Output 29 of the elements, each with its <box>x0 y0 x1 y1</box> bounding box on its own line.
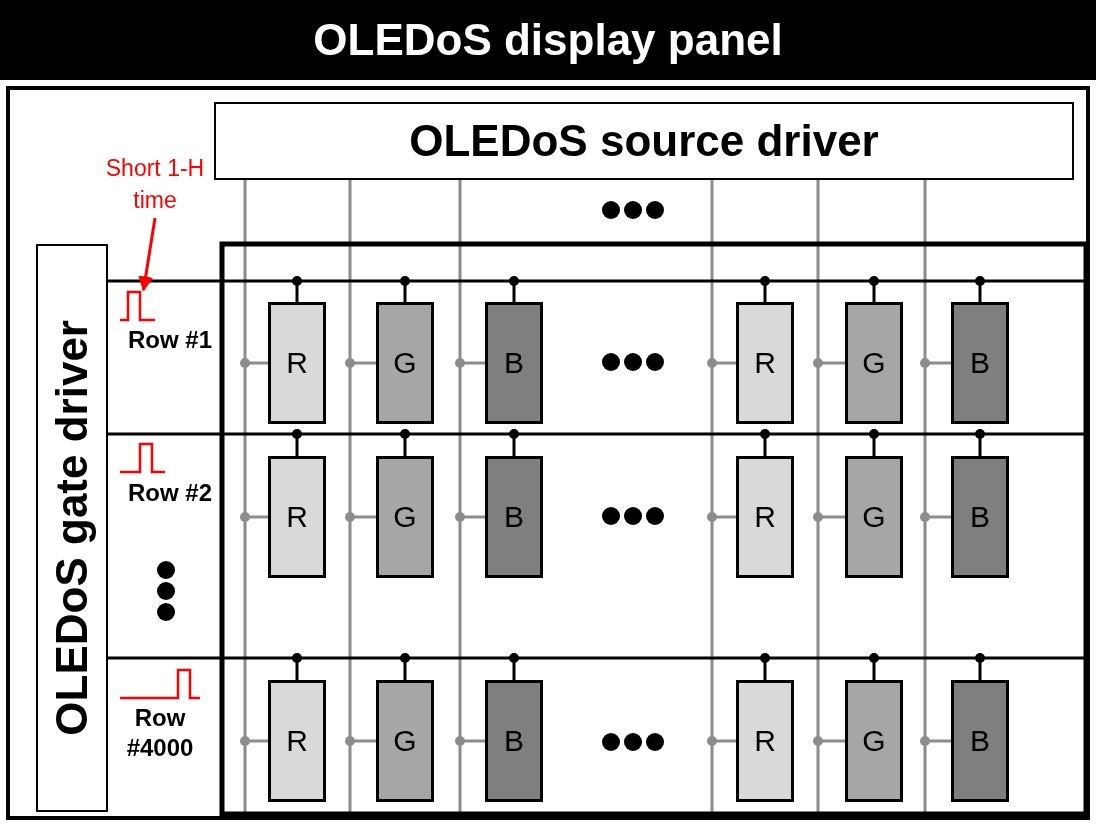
subpixel-box: G <box>845 680 903 802</box>
subpixel-box: G <box>376 302 434 424</box>
subpixel-box: R <box>268 680 326 802</box>
arrow <box>138 217 157 292</box>
annotation-text: Short 1-H time <box>95 152 215 216</box>
title-banner: OLEDoS display panel <box>0 0 1096 80</box>
row-label: Row #2 <box>127 478 213 508</box>
subpixel-box: B <box>485 456 543 578</box>
subpixel-box: G <box>376 680 434 802</box>
gate-driver-box: OLEDoS gate driver <box>36 244 108 812</box>
source-driver-box: OLEDoS source driver <box>214 102 1074 180</box>
subpixel-box: G <box>845 456 903 578</box>
pulse-icon <box>120 668 200 700</box>
subpixel-box: B <box>485 302 543 424</box>
subpixel-box: B <box>951 680 1009 802</box>
subpixel-box: B <box>951 302 1009 424</box>
subpixel-box: R <box>268 302 326 424</box>
pulse-icon <box>120 290 155 322</box>
subpixel-box: R <box>268 456 326 578</box>
subpixel-box: G <box>845 302 903 424</box>
row-label: Row #1 <box>127 325 213 355</box>
row-label: Row #4000 <box>125 703 195 763</box>
subpixel-box: B <box>951 456 1009 578</box>
subpixel-box: R <box>736 680 794 802</box>
pulse-icon <box>120 442 165 474</box>
subpixel-box: G <box>376 456 434 578</box>
subpixel-box: B <box>485 680 543 802</box>
subpixel-box: R <box>736 456 794 578</box>
subpixel-box: R <box>736 302 794 424</box>
